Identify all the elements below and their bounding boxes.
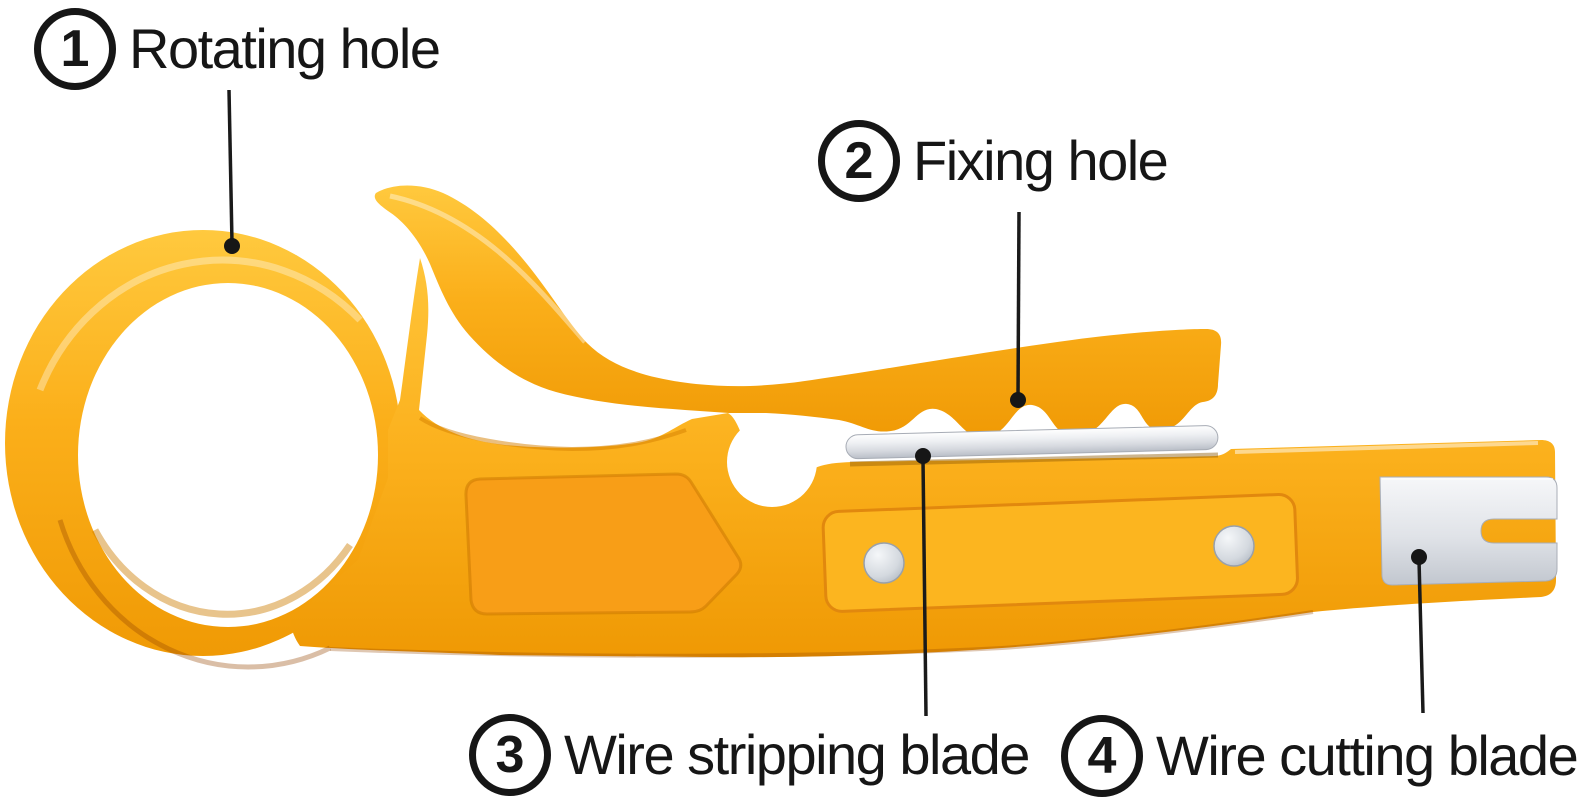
rotating-hole-cutout [78,283,378,627]
stripping-blade-shadow [849,452,1219,467]
mouth-channel-shadow [418,416,687,452]
callout-rotating-hole: 1 Rotating hole [34,8,441,90]
leader-lines [224,89,1427,717]
callout-number-3: 3 [469,714,551,796]
ring-top-highlight [36,256,363,392]
bottom-shadow [57,519,332,670]
handle-panel [821,492,1299,613]
leader-rotating-hole [224,89,240,254]
grip-recess-panel [464,472,743,616]
ring-inner-shadow [91,528,353,618]
callout-number-4: 4 [1061,715,1143,797]
leader-fixing-hole [1010,211,1026,408]
leader-wire-cutting-blade [1411,549,1427,714]
callout-label-wire-stripping-blade: Wire stripping blade [564,723,1030,787]
callout-label-wire-cutting-blade: Wire cutting blade [1156,724,1579,788]
bottom-shadow-right [329,610,1314,658]
jaw-top-highlight [389,193,587,344]
bar-top-highlight [1234,441,1539,454]
stripping-blade [845,425,1219,460]
rivet-left [863,542,905,584]
rivet-right [1213,525,1255,567]
callout-number-1: 1 [34,8,116,90]
callout-fixing-hole: 2 Fixing hole [818,120,1169,202]
hinge-hole-cutout [727,417,817,507]
callout-number-2: 2 [818,120,900,202]
tool-drawing [5,185,1558,670]
callout-wire-stripping-blade: 3 Wire stripping blade [469,714,1030,796]
leader-wire-stripping-blade [915,448,931,717]
callout-label-fixing-hole: Fixing hole [913,129,1169,193]
callout-label-rotating-hole: Rotating hole [129,17,441,81]
callout-wire-cutting-blade: 4 Wire cutting blade [1061,715,1579,797]
upper-jaw [374,185,1222,438]
